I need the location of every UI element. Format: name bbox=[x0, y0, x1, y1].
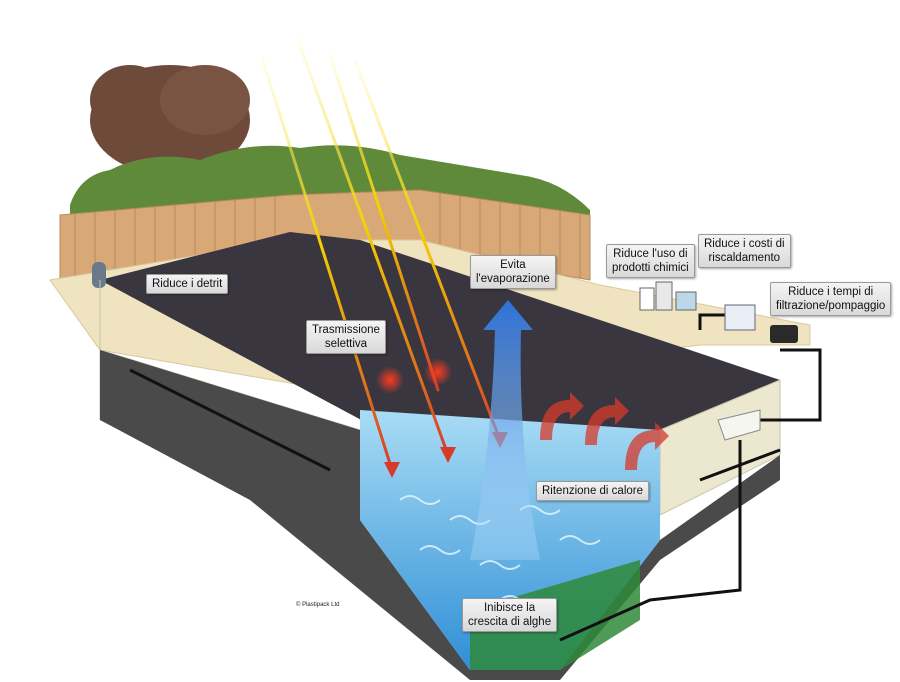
pipes bbox=[129, 313, 822, 642]
pump-equipment bbox=[724, 304, 798, 343]
heat-glow bbox=[424, 358, 452, 386]
label-costi-riscaldamento: Riduce i costi di riscaldamento bbox=[698, 234, 791, 268]
label-text: Ritenzione di calore bbox=[542, 485, 644, 497]
soil bbox=[100, 350, 780, 680]
copyright-text: © Plastipack Ltd bbox=[296, 602, 340, 608]
label-text: filtrazione/pompaggio bbox=[776, 300, 886, 312]
skimmer bbox=[717, 409, 761, 441]
label-trasmissione-selettiva: Trasmissione selettiva bbox=[306, 320, 386, 354]
label-inibisce-alghe: Inibisce la crescita di alghe bbox=[462, 598, 558, 632]
label-text: selettiva bbox=[324, 338, 368, 350]
label-text: Riduce l'uso di bbox=[613, 248, 688, 260]
label-evita-evaporazione: Evita l'evaporazione bbox=[470, 255, 556, 289]
heat-glow bbox=[376, 366, 404, 394]
label-ritenzione-calore: Ritenzione di calore bbox=[536, 481, 650, 501]
label-text: Evita bbox=[500, 259, 526, 271]
label-riduce-detriti: Riduce i detrit bbox=[146, 274, 229, 294]
label-filtrazione-pompaggio: Riduce i tempi di filtrazione/pompaggio bbox=[770, 282, 892, 316]
label-text: l'evaporazione bbox=[476, 273, 550, 285]
label-text: crescita di alghe bbox=[468, 616, 552, 628]
sun-ray bbox=[353, 58, 502, 442]
label-text: Riduce i costi di bbox=[704, 238, 785, 250]
pool-cover bbox=[100, 232, 780, 430]
chemical-containers bbox=[639, 281, 697, 311]
cover-roller bbox=[92, 262, 106, 288]
sun-ray bbox=[296, 38, 450, 457]
tree bbox=[90, 65, 250, 175]
heat-retention-arrows bbox=[540, 392, 669, 470]
label-text: Inibisce la bbox=[483, 602, 536, 614]
evaporation-arrow bbox=[470, 300, 540, 560]
label-text: Riduce i tempi di bbox=[788, 286, 874, 298]
label-text: riscaldamento bbox=[708, 252, 781, 264]
water-waves bbox=[399, 495, 601, 605]
label-prodotti-chimici: Riduce l'uso di prodotti chimici bbox=[606, 244, 695, 278]
label-text: prodotti chimici bbox=[612, 262, 689, 274]
label-text: Riduce i detrit bbox=[152, 278, 223, 290]
label-text: Trasmissione bbox=[312, 324, 380, 336]
sun-ray bbox=[260, 56, 394, 472]
sun-rays bbox=[260, 38, 502, 472]
sun-ray bbox=[328, 53, 440, 392]
